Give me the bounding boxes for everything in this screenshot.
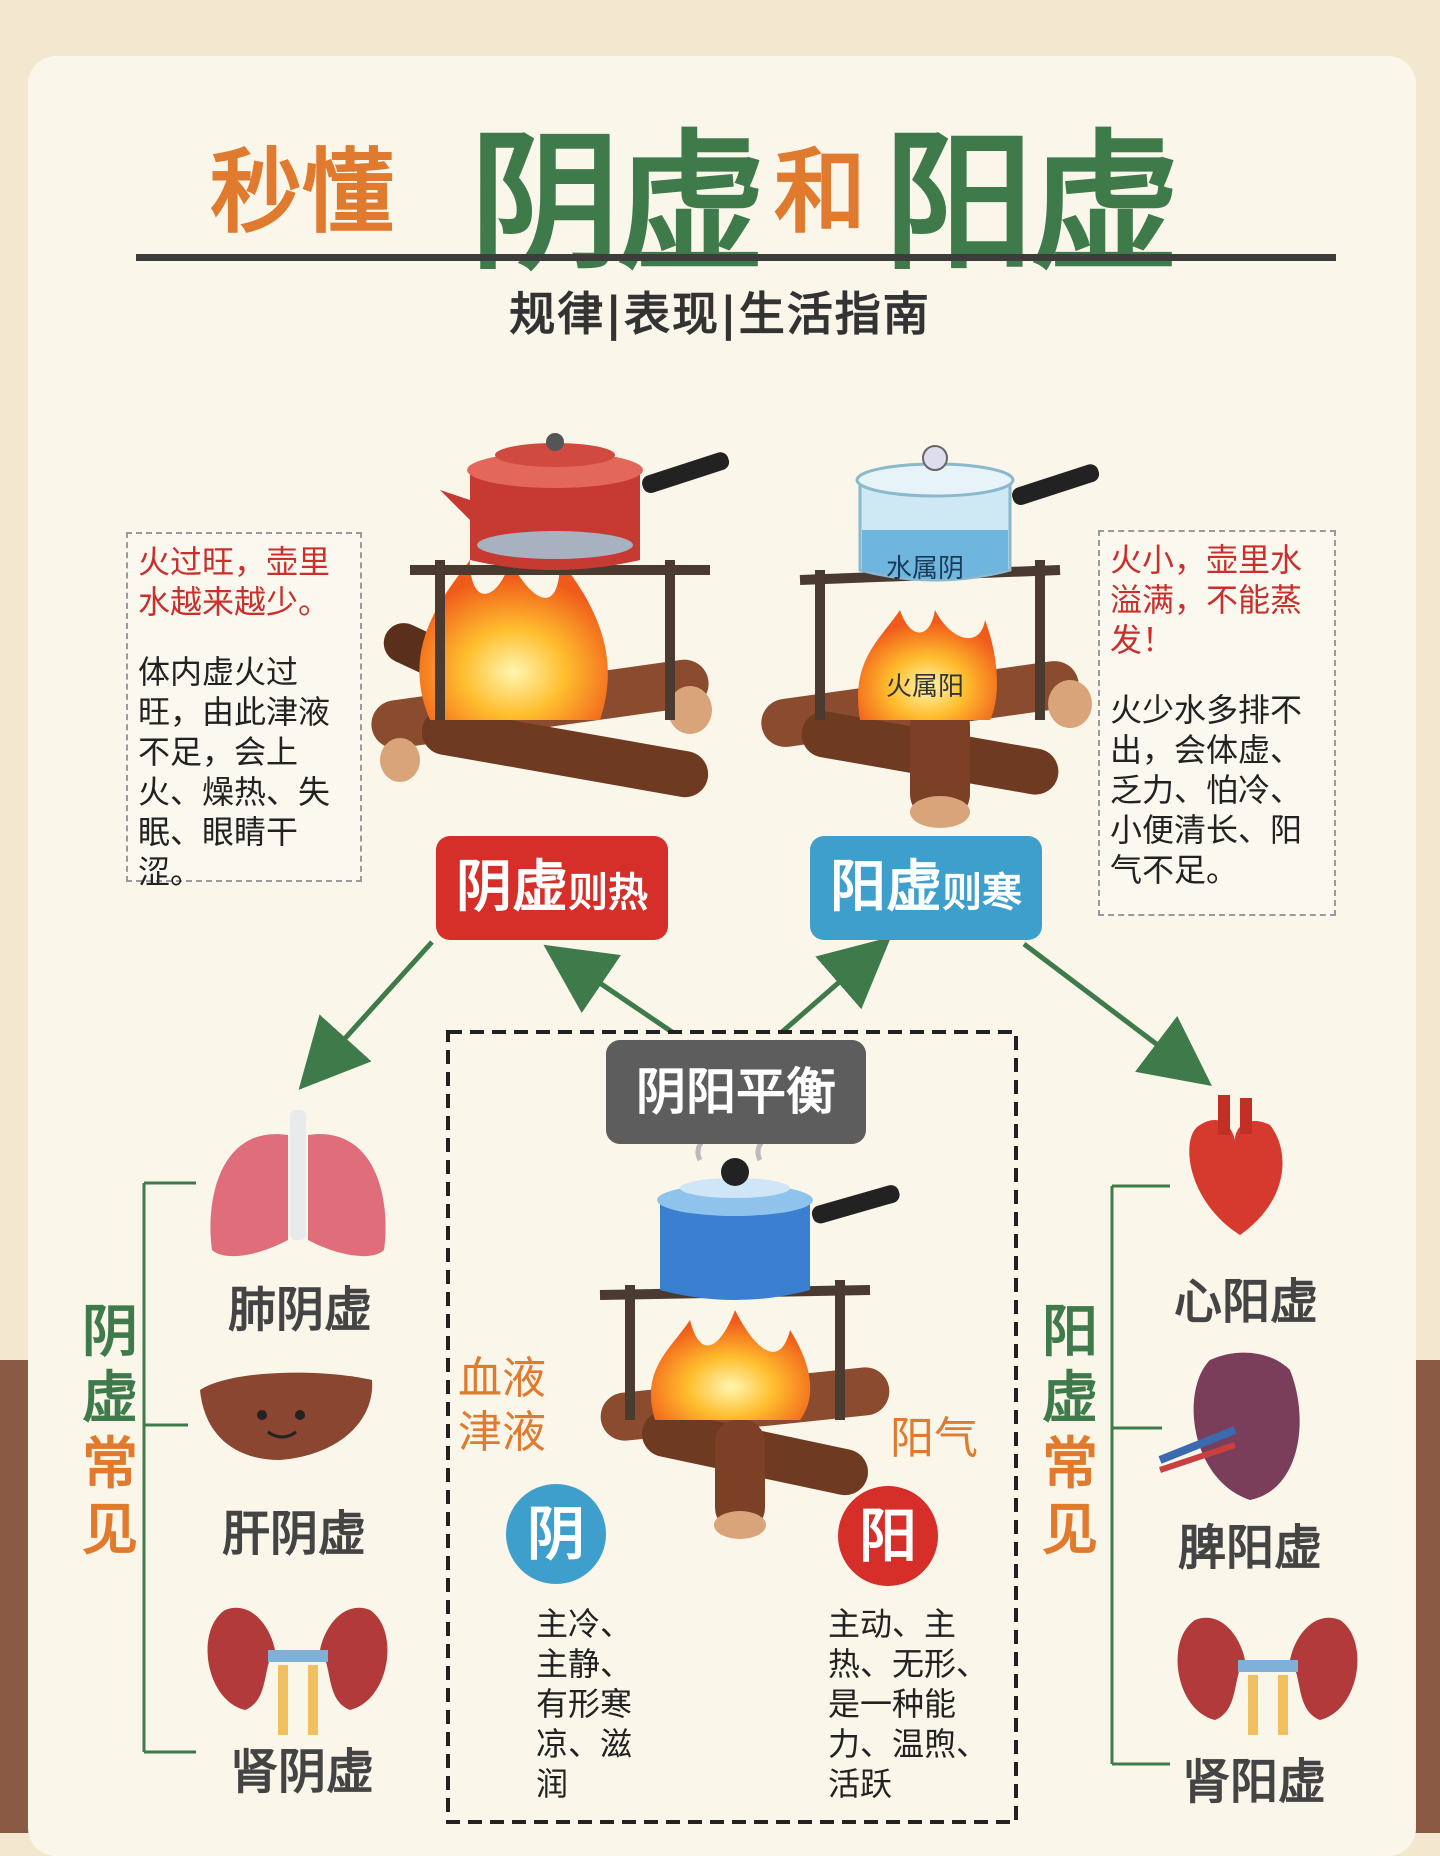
- right-explanation-note: 火小，壶里水溢满，不能蒸发！ 火少水多排不出，会体虚、乏力、怕冷、小便清长、阳气…: [1098, 530, 1336, 916]
- right-note-highlight: 火小，壶里水溢满，不能蒸发！: [1110, 541, 1303, 659]
- lung-yin-deficiency-label: 肺阴虚: [227, 1282, 372, 1338]
- blood-fluid-label: 血液 津液: [458, 1353, 546, 1458]
- right-fire: [858, 610, 997, 720]
- yin-bracket: [142, 1181, 196, 1754]
- connector-arrows: [298, 936, 1212, 1090]
- left-note-highlight: 火过旺，壶里水越来越少。: [138, 543, 331, 621]
- liver-yin-deficiency-label: 肝阴虚: [221, 1506, 366, 1562]
- left-red-pot: [440, 433, 730, 570]
- yin-deficiency-badge: 阴虚则热: [436, 836, 668, 940]
- left-note-body: 体内虚火过旺，由此津液不足，会上火、燥热、失眠、眼睛干涩。: [138, 653, 331, 891]
- yang-description: 主动、主热、无形、是一种能力、温煦、活跃: [828, 1605, 989, 1803]
- yin-badge-main: 阴虚: [456, 855, 568, 920]
- yang-circle: 阳: [838, 1486, 938, 1586]
- balance-label: 阴阳平衡: [606, 1040, 866, 1144]
- yang-badge-suffix: 则寒: [942, 870, 1022, 916]
- spleen-yang-deficiency-label: 脾阳虚: [1177, 1520, 1322, 1576]
- left-tripod: [410, 560, 710, 720]
- right-note-body: 火少水多排不出，会体虚、乏力、怕冷、小便清长、阳气不足。: [1110, 691, 1303, 889]
- yin-description: 主冷、主静、有形寒凉、滋润: [536, 1605, 633, 1803]
- right-kidneys-icon: [1177, 1617, 1358, 1735]
- right-campfire-illustration: [761, 445, 1100, 828]
- heart-yang-deficiency-label: 心阳虚: [1173, 1274, 1318, 1330]
- title: 秒懂 阴虚 和 阳虚: [0, 88, 1440, 291]
- yang-qi-label: 阳气: [890, 1413, 978, 1464]
- balance-campfire-illustration: [599, 1113, 900, 1539]
- yin-heading-text: 阴虚常见: [82, 1300, 138, 1563]
- spleen-icon: [1158, 1352, 1300, 1500]
- title-rule: [136, 254, 1336, 261]
- title-part-3: 和: [774, 139, 867, 246]
- yin-side-heading: 阴虚常见: [80, 1300, 140, 1564]
- title-part-2: 阴虚: [470, 117, 766, 291]
- right-glass-pot: [855, 445, 1100, 582]
- heart-icon: [1189, 1095, 1283, 1235]
- kidney-yang-deficiency-label: 肾阳虚: [1181, 1754, 1326, 1810]
- left-explanation-note: 火过旺，壶里水越来越少。 体内虚火过旺，由此津液不足，会上火、燥热、失眠、眼睛干…: [126, 532, 362, 891]
- yin-circle: 阴: [506, 1484, 606, 1584]
- kidney-yin-deficiency-label: 肾阴虚: [229, 1744, 374, 1800]
- balance-box: [446, 1030, 1018, 1824]
- lungs-icon: [210, 1110, 386, 1257]
- water-yin-label: 水属阴: [886, 554, 965, 584]
- yang-badge-main: 阳虚: [830, 855, 942, 920]
- fire-yang-label: 火属阳: [886, 672, 965, 702]
- left-kidneys-icon: [207, 1607, 388, 1735]
- title-part-4: 阳虚: [884, 117, 1180, 291]
- yang-heading-text: 阳虚常见: [1042, 1300, 1098, 1563]
- left-fire: [419, 560, 608, 720]
- liver-icon: [200, 1372, 373, 1460]
- infographic-card: [28, 56, 1416, 1856]
- subtitle: 规律|表现|生活指南: [509, 287, 931, 341]
- yang-deficiency-badge: 阳虚则寒: [810, 836, 1042, 940]
- title-part-1: 秒懂: [210, 139, 395, 246]
- yang-bracket: [1110, 1184, 1170, 1766]
- left-campfire-illustration: [371, 433, 730, 798]
- yin-badge-suffix: 则热: [568, 870, 648, 916]
- yang-side-heading: 阳虚常见: [1040, 1300, 1100, 1564]
